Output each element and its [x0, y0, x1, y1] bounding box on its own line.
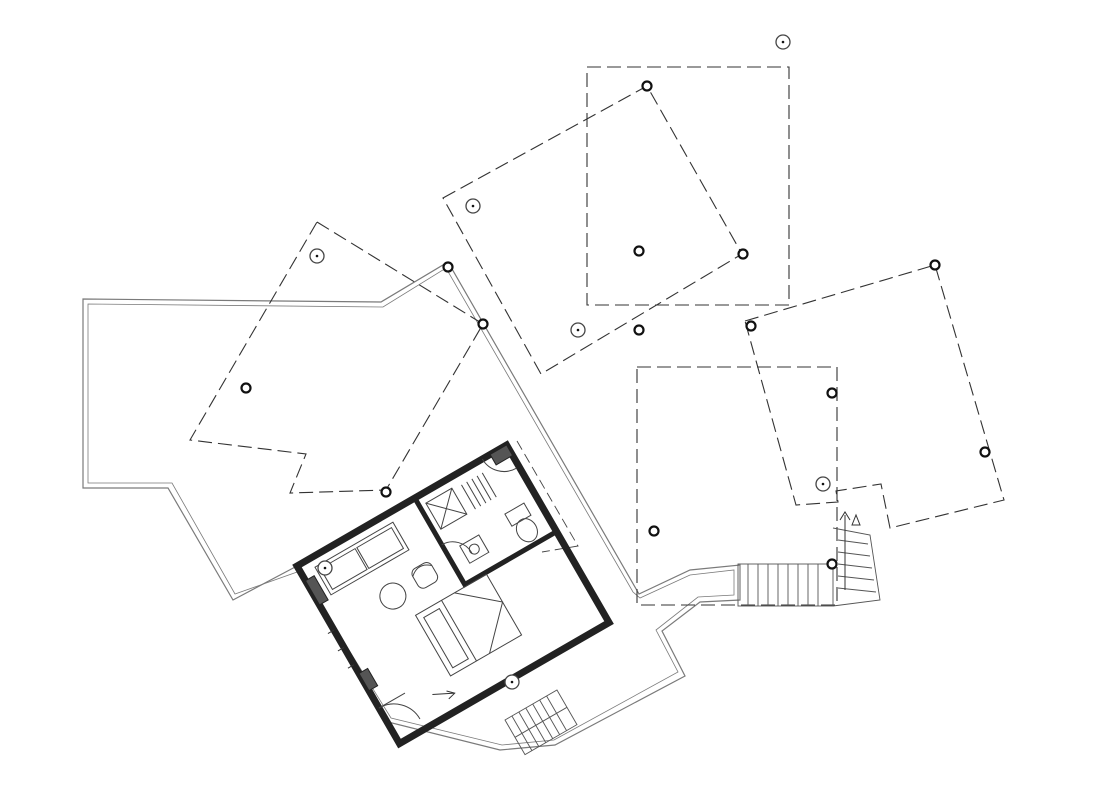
column-marker [648, 525, 660, 537]
window-marks [327, 629, 355, 669]
column-marker [826, 558, 838, 570]
direction-arrow-icon [432, 690, 456, 700]
bathroom-door-swing [441, 541, 473, 554]
terrace-dashed-extension [516, 440, 579, 553]
column-marker [641, 80, 653, 92]
column-marker-ringed [309, 248, 325, 264]
stairs-right [737, 511, 881, 607]
column-marker-ringed [570, 322, 586, 338]
column-marker-ringed [504, 674, 520, 690]
terrace-door-swing [481, 458, 517, 472]
cabin-unit [292, 440, 614, 749]
column-marker [737, 248, 749, 260]
wall-hatch [358, 667, 379, 692]
roof-outline-center-square [586, 66, 790, 306]
bathroom-walls [411, 441, 560, 589]
column-marker [979, 446, 991, 458]
bed [414, 573, 523, 677]
sink [459, 534, 490, 564]
toilet [504, 502, 538, 543]
column-marker [633, 245, 645, 257]
column-marker-ringed [775, 34, 791, 50]
armchair [411, 562, 439, 589]
column-marker [240, 382, 252, 394]
wall-hatch [489, 444, 514, 466]
column-marker [442, 261, 454, 273]
wardrobe [425, 472, 497, 530]
stair-arrow-icon [851, 513, 861, 526]
column-marker [477, 318, 489, 330]
sofa [314, 521, 410, 596]
column-marker [929, 259, 941, 271]
roof-outline-left [189, 221, 484, 494]
column-marker-ringed [465, 198, 481, 214]
roof-outline-right-rotated [744, 264, 1005, 529]
column-marker-ringed [815, 476, 831, 492]
wall-hatch [304, 575, 329, 606]
stairs-lower [504, 689, 578, 756]
columns [240, 34, 991, 690]
deck-outline [82, 261, 741, 751]
column-marker [745, 320, 757, 332]
column-marker [633, 324, 645, 336]
column-marker-ringed [317, 560, 333, 576]
column-marker [826, 387, 838, 399]
column-marker [380, 486, 392, 498]
stair-arrow-icon [839, 511, 851, 521]
roof-outline-right-square [636, 366, 838, 606]
round-table [379, 582, 407, 610]
